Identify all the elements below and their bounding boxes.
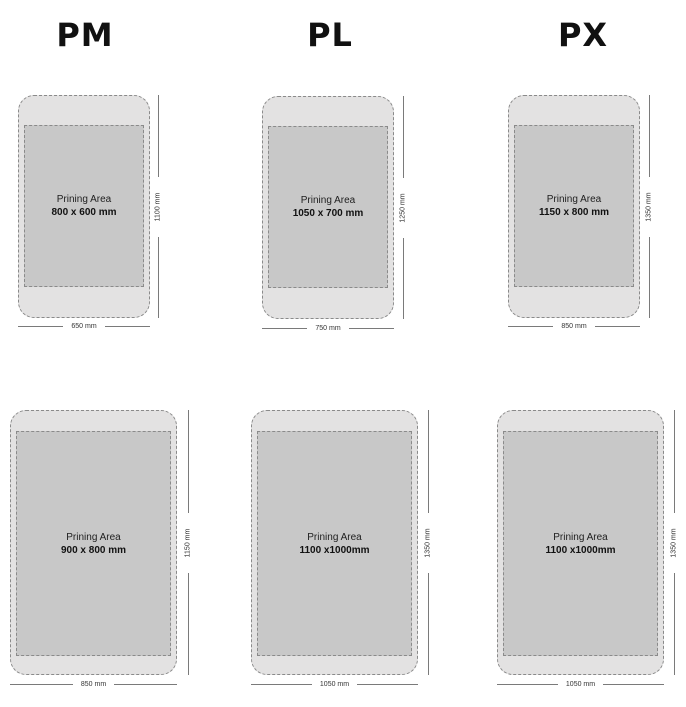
printing-area-size: 900 x 800 mm	[60, 544, 127, 556]
printing-area-size: 800 x 600 mm	[51, 207, 117, 218]
width-dimension: 850 mm	[508, 321, 641, 331]
printing-area: Prining Area 1050 x 700 mm	[268, 126, 388, 288]
height-dimension: 1250 mm	[398, 96, 408, 319]
board-px-bottom: Prining Area 1100 x1000mm	[497, 410, 664, 675]
height-dimension: 1350 mm	[423, 410, 433, 675]
width-label: 1050 mm	[565, 680, 596, 688]
height-label: 1350 mm	[645, 191, 653, 222]
width-label: 750 mm	[315, 324, 341, 332]
printing-area-label: Prining Area	[300, 195, 356, 206]
height-label: 1150 mm	[184, 528, 192, 557]
width-label: 850 mm	[561, 322, 587, 330]
printing-area-label: Prining Area	[56, 194, 112, 205]
height-label: 1350 mm	[424, 527, 432, 558]
printing-area: Prining Area 1150 x 800 mm	[514, 125, 634, 287]
board-pm-top: Prining Area 800 x 600 mm	[18, 95, 150, 318]
printing-area-size: 1050 x 700 mm	[292, 208, 364, 219]
board-pl-top: Prining Area 1050 x 700 mm	[262, 96, 394, 319]
width-dimension: 1050 mm	[497, 679, 664, 689]
printing-area: Prining Area 800 x 600 mm	[24, 125, 144, 287]
printing-area-label: Prining Area	[66, 531, 121, 543]
width-dimension: 1050 mm	[251, 679, 418, 689]
board-pm-bottom: Prining Area 900 x 800 mm	[10, 410, 177, 675]
width-dimension: 650 mm	[18, 321, 151, 331]
printing-area-size: 1100 x1000mm	[299, 544, 370, 556]
width-label: 850 mm	[80, 680, 107, 688]
printing-area-size: 1150 x 800 mm	[538, 207, 610, 218]
width-dimension: 750 mm	[262, 323, 395, 333]
printing-area: Prining Area 1100 x1000mm	[503, 431, 658, 656]
printing-area-label: Prining Area	[546, 194, 602, 205]
height-dimension: 1150 mm	[183, 410, 193, 675]
printing-area-label: Prining Area	[553, 531, 608, 543]
printing-area-label: Prining Area	[307, 531, 362, 543]
printing-area: Prining Area 900 x 800 mm	[16, 431, 171, 656]
width-label: 650 mm	[71, 322, 97, 330]
column-title-pm: PM	[56, 16, 114, 54]
printing-area-size: 1100 x1000mm	[545, 544, 616, 556]
width-dimension: 850 mm	[10, 679, 178, 689]
height-dimension: 1350 mm	[669, 410, 679, 675]
printing-area: Prining Area 1100 x1000mm	[257, 431, 412, 656]
column-title-px: PX	[557, 16, 609, 54]
height-label: 1100 mm	[154, 192, 162, 221]
board-pl-bottom: Prining Area 1100 x1000mm	[251, 410, 418, 675]
board-px-top: Prining Area 1150 x 800 mm	[508, 95, 640, 318]
height-label: 1250 mm	[399, 192, 407, 223]
height-dimension: 1100 mm	[153, 95, 163, 318]
column-title-pl: PL	[307, 16, 353, 54]
width-label: 1050 mm	[319, 680, 350, 688]
height-dimension: 1350 mm	[644, 95, 654, 318]
height-label: 1350 mm	[670, 527, 678, 558]
